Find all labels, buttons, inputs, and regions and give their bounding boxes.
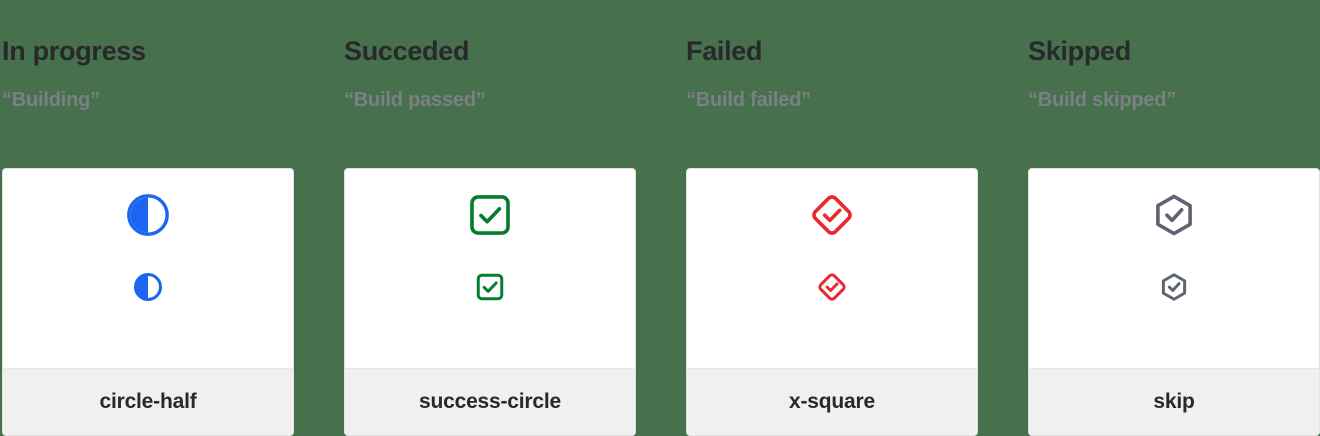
icon-small-slot [817,264,847,310]
icon-card-success-circle[interactable]: success-circle [344,168,636,436]
icon-card-body [345,169,635,368]
icon-card-body [687,169,977,368]
icon-card-x-square[interactable]: x-square [686,168,978,436]
icon-name-label: x-square [789,390,875,413]
skip-icon [1151,192,1197,238]
icon-name-label: circle-half [99,390,197,413]
circle-half-icon-small [133,272,163,302]
column-subheading: “Building” [2,89,100,111]
status-column-failed: Failed “Build failed” [686,0,978,436]
x-square-icon-small [817,272,847,302]
icon-small-slot [475,264,505,310]
icon-small-slot [133,264,163,310]
success-circle-icon [467,192,513,238]
circle-half-icon [125,192,171,238]
status-column-skipped: Skipped “Build skipped” [1028,0,1320,436]
column-heading: Failed [686,36,763,66]
column-subheading: “Build passed” [344,89,486,111]
icon-card-footer: x-square [687,368,977,435]
icon-card-circle-half[interactable]: circle-half [2,168,294,436]
status-column-succeded: Succeded “Build passed” [344,0,636,436]
icon-card-body [3,169,293,368]
icon-card-footer: circle-half [3,368,293,435]
skip-icon-small [1159,272,1189,302]
column-subheading: “Build skipped” [1028,89,1177,111]
column-subheading: “Build failed” [686,89,811,111]
icon-small-slot [1159,264,1189,310]
icon-card-footer: skip [1029,368,1319,435]
column-heading: Succeded [344,36,470,66]
icon-name-label: success-circle [419,390,561,413]
x-square-icon [809,192,855,238]
column-heading: Skipped [1028,36,1131,66]
column-heading: In progress [2,36,146,66]
icon-name-label: skip [1153,390,1195,413]
icon-card-footer: success-circle [345,368,635,435]
status-column-in-progress: In progress “Building” [2,0,294,436]
icon-card-skip[interactable]: skip [1028,168,1320,436]
success-circle-icon-small [475,272,505,302]
icon-card-body [1029,169,1319,368]
